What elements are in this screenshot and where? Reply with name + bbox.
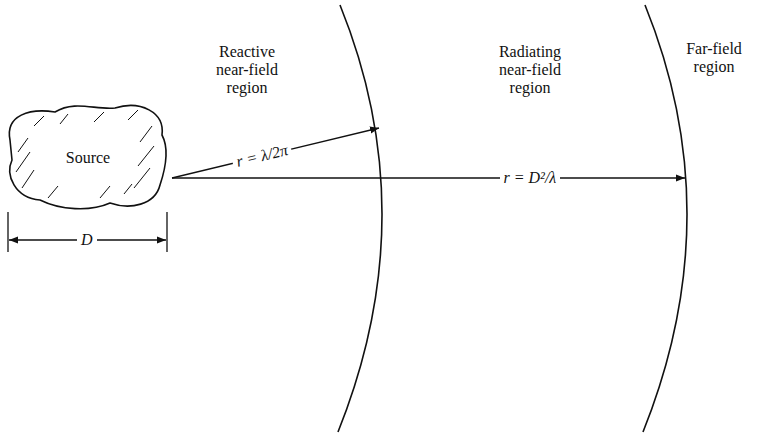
node-label: Source — [66, 149, 110, 167]
hatch-stroke — [134, 168, 150, 188]
region-name: Reactive near-field region — [202, 43, 292, 98]
hatch-stroke — [16, 152, 30, 172]
source-node: Source — [4, 100, 172, 215]
radius-arrow — [172, 128, 379, 178]
boundary-arc — [643, 5, 687, 432]
dimension-tick — [166, 212, 167, 252]
dimension-label: D — [77, 231, 97, 249]
hatch-stroke — [138, 146, 154, 166]
hatch-stroke — [140, 126, 152, 142]
radius-label: r = λ/2π — [231, 140, 294, 172]
region-name: Radiating near-field region — [485, 43, 575, 98]
hatch-stroke — [100, 186, 110, 198]
hatch-stroke — [18, 138, 28, 152]
hatch-stroke — [124, 184, 132, 194]
hatch-stroke — [34, 116, 44, 126]
boundary-arc — [338, 5, 382, 432]
hatch-stroke — [128, 110, 138, 120]
radius-arrow — [172, 177, 685, 178]
hatch-stroke — [22, 170, 34, 188]
dimension-tick — [7, 212, 8, 252]
region-name: Far-field region — [680, 40, 748, 77]
radius-label: r = D²/λ — [500, 169, 561, 187]
hatch-stroke — [48, 186, 58, 198]
source-outline — [9, 106, 166, 209]
hatch-stroke — [60, 114, 68, 124]
hatch-stroke — [94, 112, 104, 122]
